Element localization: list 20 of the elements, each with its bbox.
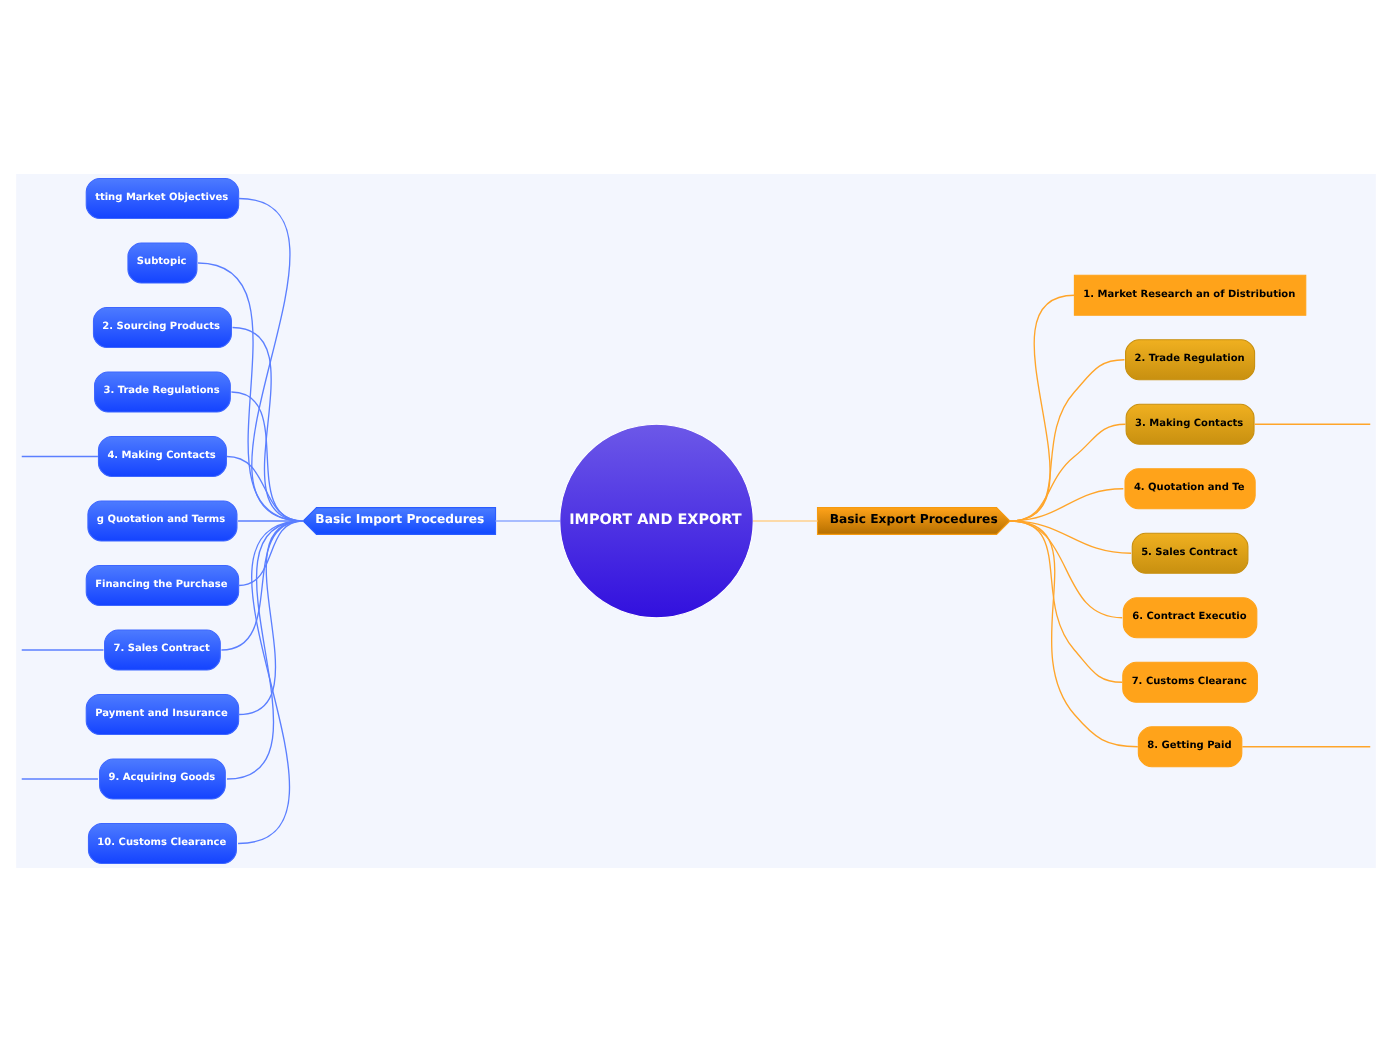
connector (1009, 519, 1132, 553)
connector (231, 325, 304, 521)
connector (230, 390, 304, 521)
connector (226, 454, 304, 521)
connector (197, 261, 304, 521)
connector (237, 519, 304, 586)
connector (237, 519, 304, 715)
connector (1253, 422, 1371, 424)
connector (494, 519, 561, 521)
connector (21, 454, 99, 457)
connector (226, 519, 304, 779)
connector (1009, 519, 1139, 747)
connector (752, 519, 819, 521)
connector (237, 196, 304, 521)
connector (21, 648, 105, 650)
connector (21, 777, 99, 779)
connector (220, 519, 304, 650)
connector (237, 519, 304, 844)
connector (1241, 745, 1371, 747)
connector (237, 519, 304, 521)
